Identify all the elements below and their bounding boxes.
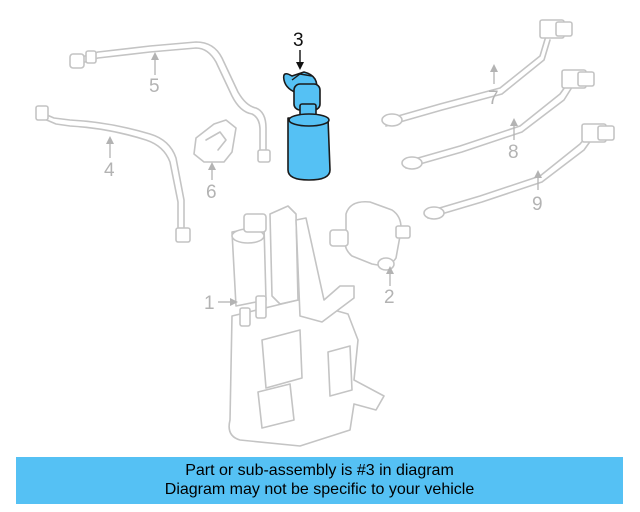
- callout-1: 1: [204, 293, 215, 314]
- part-9-sensor[interactable]: [423, 123, 615, 220]
- part-8-sensor[interactable]: [401, 69, 595, 170]
- part-5-vacuum-line[interactable]: [69, 41, 271, 163]
- banner-line-2: Diagram may not be specific to your vehi…: [164, 481, 475, 498]
- callout-8: 8: [508, 142, 519, 163]
- part-4-line[interactable]: [35, 105, 191, 243]
- part-6-bracket[interactable]: [193, 119, 237, 163]
- part-2-valve[interactable]: [329, 200, 411, 271]
- part-1-canister[interactable]: [228, 205, 385, 447]
- callout-9: 9: [532, 194, 543, 215]
- part-7-sensor[interactable]: [381, 19, 573, 127]
- callout-7: 7: [488, 88, 499, 109]
- callout-4: 4: [104, 160, 115, 181]
- callout-2: 2: [384, 287, 395, 308]
- banner-line-1: Part or sub-assembly is #3 in diagram: [185, 462, 454, 479]
- info-banner: Part or sub-assembly is #3 in diagram Di…: [16, 457, 623, 504]
- callout-5: 5: [149, 76, 160, 97]
- part-3-filter[interactable]: [282, 71, 331, 181]
- callout-6: 6: [206, 182, 217, 203]
- callout-3: 3: [293, 30, 304, 51]
